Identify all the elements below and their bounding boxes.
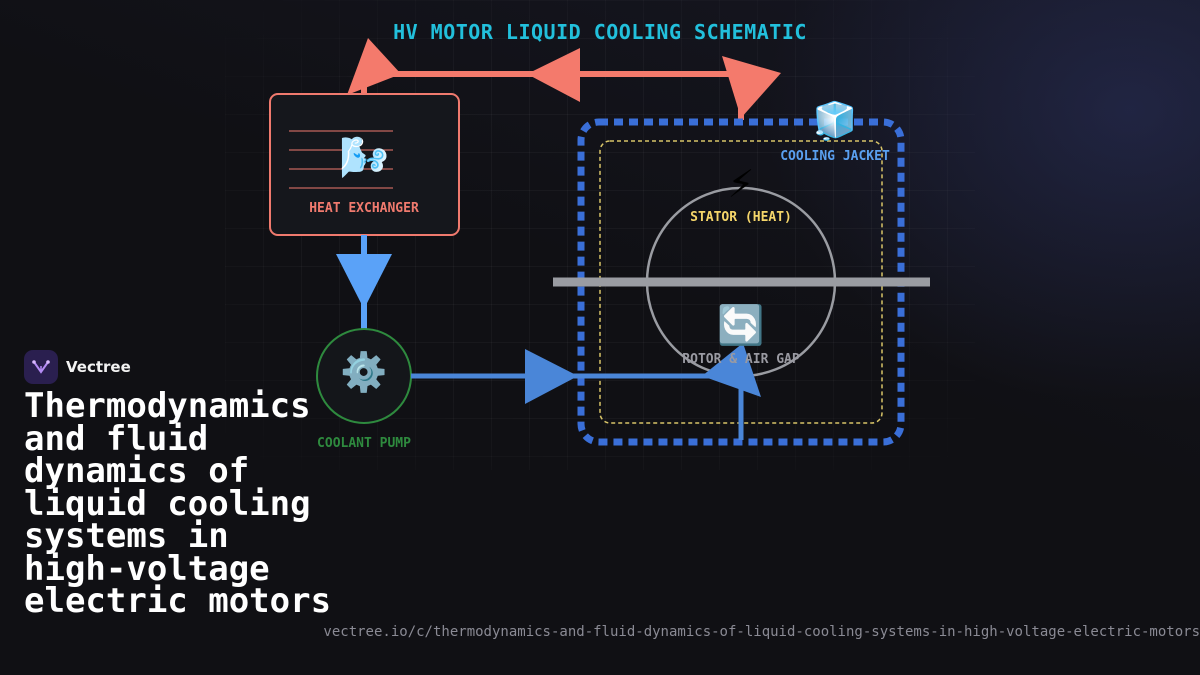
- hot-arrow-left: [347, 38, 401, 95]
- hot-arrow-right: [722, 56, 781, 118]
- cold-arrow-down: [336, 254, 392, 309]
- wind-icon: 🌬️: [339, 135, 389, 181]
- pump-arrow-right: [525, 349, 578, 404]
- stator-label: STATOR (HEAT): [690, 210, 792, 225]
- coolant-pump-label: COOLANT PUMP: [317, 436, 411, 451]
- page-url[interactable]: vectree.io/c/thermodynamics-and-fluid-dy…: [323, 624, 1200, 640]
- brand[interactable]: Vectree: [24, 350, 131, 384]
- cooling-jacket-label: COOLING JACKET: [780, 149, 890, 164]
- hot-arrow-middle: [527, 48, 580, 102]
- brand-name: Vectree: [66, 358, 131, 376]
- vectree-logo-icon: [24, 350, 58, 384]
- jacket-arrow: [702, 343, 761, 397]
- diagram-title: HV MOTOR LIQUID COOLING SCHEMATIC: [393, 20, 807, 44]
- heat-exchanger-label: HEAT EXCHANGER: [309, 201, 419, 216]
- rotate-icon: 🔄: [717, 303, 765, 347]
- rotor-label: ROTOR & AIR GAP: [682, 352, 800, 367]
- gear-icon: ⚙️: [340, 350, 388, 394]
- lightning-icon: ⚡: [727, 162, 755, 206]
- page-headline: Thermodynamics and fluid dynamics of liq…: [24, 386, 332, 621]
- ice-cube-icon: 🧊: [812, 101, 858, 142]
